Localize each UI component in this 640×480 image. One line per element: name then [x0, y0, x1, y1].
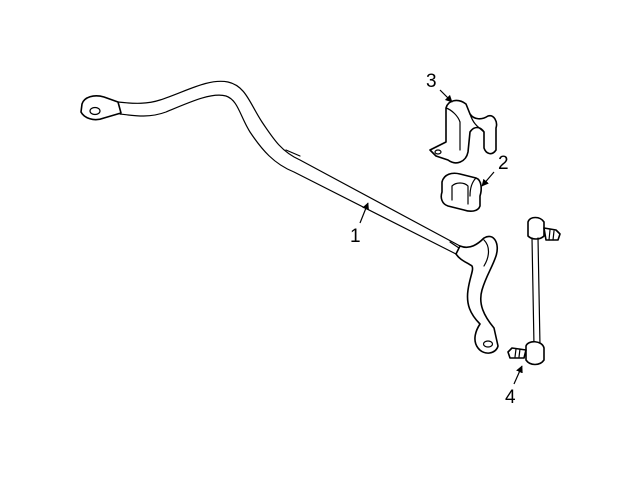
callout-3: 3	[426, 71, 437, 92]
stabilizer-link[interactable]: 4	[505, 216, 561, 409]
callout-4: 4	[505, 387, 516, 408]
callout-1: 1	[350, 226, 361, 247]
bushing-bracket[interactable]: 3	[426, 71, 498, 164]
callout-2: 2	[498, 153, 509, 174]
bushing[interactable]: 2	[440, 153, 509, 212]
stabilizer-bar[interactable]: 1	[80, 80, 499, 354]
